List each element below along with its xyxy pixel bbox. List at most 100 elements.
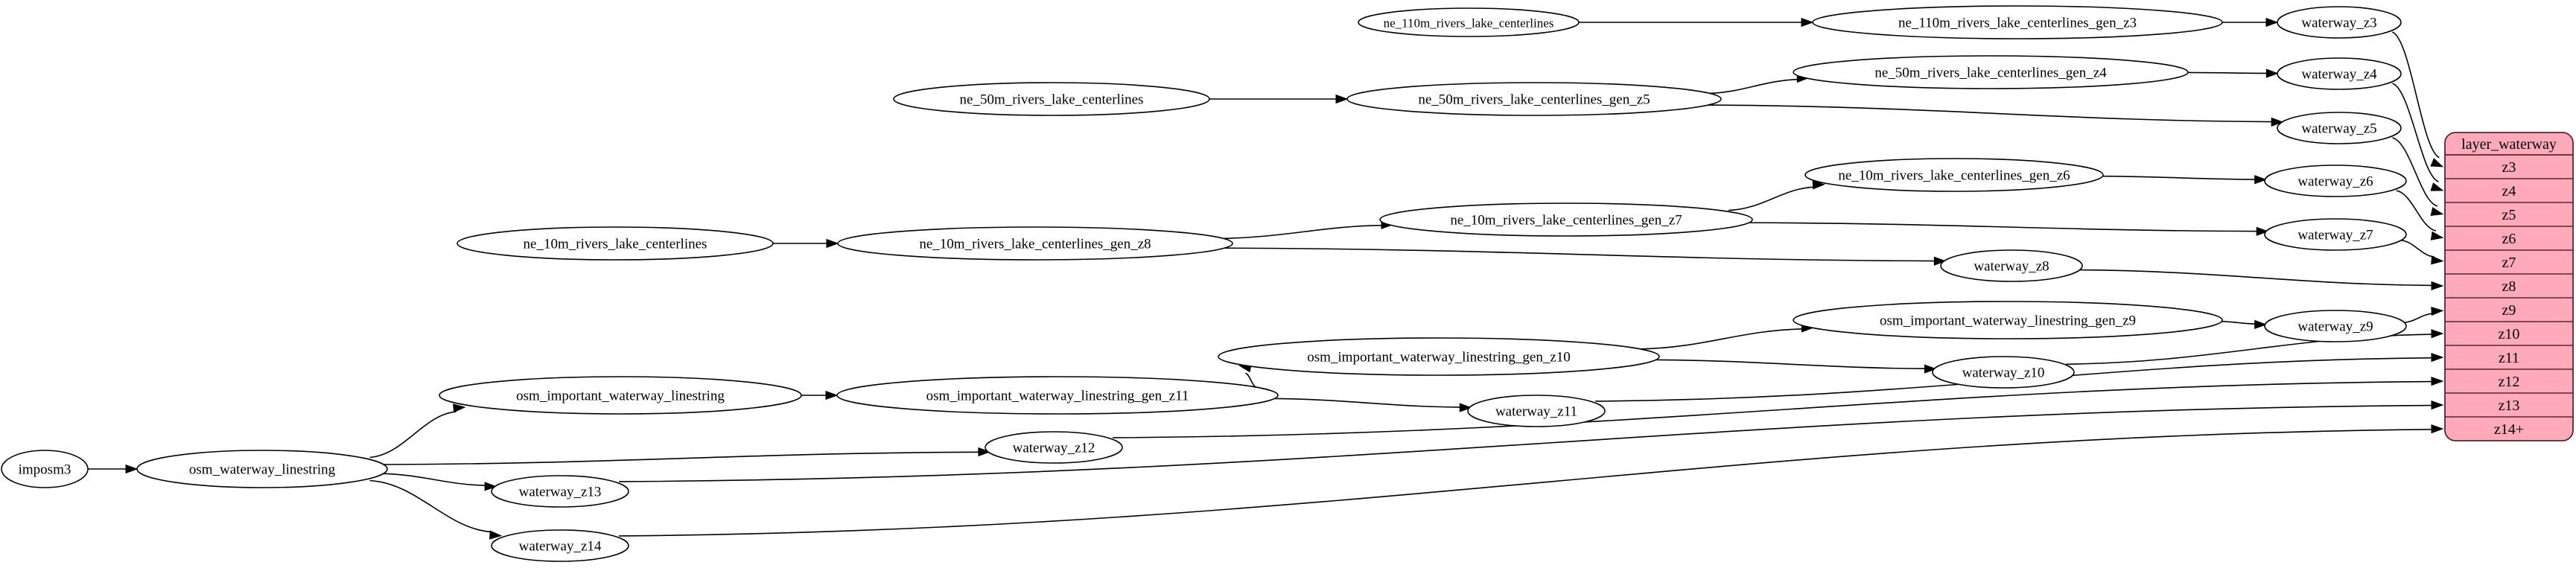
edge-arrowhead bbox=[2431, 329, 2444, 339]
node-shape bbox=[1793, 301, 2223, 339]
node-label: ne_10m_rivers_lake_centerlines bbox=[524, 237, 707, 252]
edge-arrowhead bbox=[825, 390, 839, 401]
node-osm_important_waterway_linestring_gen_z9[interactable]: osm_important_waterway_linestring_gen_z9 bbox=[1793, 301, 2223, 339]
edge-ne_10m_rivers_lake_centerlines_gen_z7-to-waterway_z7 bbox=[1744, 222, 2259, 232]
node-shape bbox=[1358, 7, 1580, 37]
edge-waterway_z14-to-z14+ bbox=[619, 428, 2434, 537]
table-row-z10[interactable]: z10 bbox=[2499, 326, 2520, 342]
node-shape bbox=[1467, 395, 1606, 427]
node-label: ne_10m_rivers_lake_centerlines_gen_z7 bbox=[1450, 213, 1682, 229]
node-label: ne_110m_rivers_lake_centerlines_gen_z3 bbox=[1898, 16, 2137, 31]
node-shape bbox=[836, 376, 1279, 415]
node-ne_110m_rivers_lake_centerlines_gen_z3[interactable]: ne_110m_rivers_lake_centerlines_gen_z3 bbox=[1812, 5, 2223, 39]
edges-layer bbox=[88, 17, 2444, 540]
node-osm_important_waterway_linestring_gen_z10[interactable]: osm_important_waterway_linestring_gen_z1… bbox=[1218, 337, 1660, 376]
node-label: waterway_z8 bbox=[1974, 259, 2049, 275]
table-row-z12[interactable]: z12 bbox=[2499, 374, 2520, 390]
table-row-z4[interactable]: z4 bbox=[2502, 183, 2516, 200]
node-waterway_z4[interactable]: waterway_z4 bbox=[2277, 57, 2402, 90]
node-ne_10m_rivers_lake_centerlines[interactable]: ne_10m_rivers_lake_centerlines bbox=[457, 226, 774, 261]
table-row-z5[interactable]: z5 bbox=[2502, 207, 2516, 223]
edge-osm_important_waterway_linestring_gen_z11-to-waterway_z11 bbox=[1269, 398, 1462, 408]
node-osm_important_waterway_linestring[interactable]: osm_important_waterway_linestring bbox=[439, 376, 802, 415]
node-ne_50m_rivers_lake_centerlines[interactable]: ne_50m_rivers_lake_centerlines bbox=[893, 82, 1210, 116]
layer-table-header: layer_waterway bbox=[2461, 136, 2557, 153]
edge-arrowhead bbox=[978, 447, 991, 457]
edge-arrowhead bbox=[2431, 400, 2444, 410]
edge-osm_important_waterway_linestring_gen_z10-to-waterway_z10 bbox=[1650, 359, 1927, 370]
node-waterway_z13[interactable]: waterway_z13 bbox=[491, 475, 629, 508]
node-shape bbox=[2264, 165, 2407, 197]
node-waterway_z10[interactable]: waterway_z10 bbox=[1932, 356, 2075, 389]
node-waterway_z14[interactable]: waterway_z14 bbox=[491, 529, 629, 562]
edge-ne_50m_rivers_lake_centerlines_gen_z5-to-waterway_z5 bbox=[1705, 104, 2274, 123]
node-waterway_z9[interactable]: waterway_z9 bbox=[2264, 310, 2407, 342]
edge-waterway_z5-to-z5 bbox=[2392, 137, 2438, 207]
node-label: waterway_z13 bbox=[519, 485, 602, 500]
node-label: osm_important_waterway_linestring bbox=[516, 389, 725, 404]
node-label: waterway_z11 bbox=[1495, 404, 1577, 420]
node-label: ne_50m_rivers_lake_centerlines bbox=[960, 92, 1144, 108]
edge-arrowhead bbox=[826, 238, 839, 249]
node-shape bbox=[985, 431, 1123, 464]
node-label: osm_waterway_linestring bbox=[189, 462, 336, 478]
node-waterway_z8[interactable]: waterway_z8 bbox=[1940, 249, 2083, 282]
node-label: waterway_z14 bbox=[519, 539, 602, 555]
edge-arrowhead bbox=[1924, 364, 1937, 374]
node-label: waterway_z5 bbox=[2301, 121, 2376, 137]
table-row-z13[interactable]: z13 bbox=[2499, 398, 2520, 414]
node-ne_50m_rivers_lake_centerlines_gen_z4[interactable]: ne_50m_rivers_lake_centerlines_gen_z4 bbox=[1793, 55, 2189, 89]
node-waterway_z7[interactable]: waterway_z7 bbox=[2264, 218, 2407, 251]
edge-arrowhead bbox=[2254, 319, 2268, 329]
edge-arrowhead bbox=[2431, 255, 2444, 265]
node-waterway_z12[interactable]: waterway_z12 bbox=[985, 431, 1123, 464]
table-row-z7[interactable]: z7 bbox=[2502, 255, 2516, 271]
node-label: ne_110m_rivers_lake_centerlines bbox=[1384, 16, 1554, 31]
table-row-z8[interactable]: z8 bbox=[2502, 278, 2516, 295]
edge-arrowhead bbox=[453, 403, 466, 413]
node-osm_waterway_linestring[interactable]: osm_waterway_linestring bbox=[136, 450, 388, 488]
node-waterway_z11[interactable]: waterway_z11 bbox=[1467, 395, 1606, 427]
node-imposm3[interactable]: imposm3 bbox=[1, 450, 89, 488]
node-label: ne_50m_rivers_lake_centerlines_gen_z5 bbox=[1418, 92, 1650, 108]
node-shape bbox=[136, 450, 388, 488]
edge-osm_waterway_linestring-to-osm_important_waterway_linestring bbox=[369, 411, 457, 459]
node-shape bbox=[1940, 249, 2083, 282]
node-label: imposm3 bbox=[19, 462, 71, 478]
node-shape bbox=[1804, 158, 2104, 192]
node-waterway_z6[interactable]: waterway_z6 bbox=[2264, 165, 2407, 197]
node-label: waterway_z6 bbox=[2297, 174, 2373, 190]
table-row-z9[interactable]: z9 bbox=[2502, 302, 2516, 319]
layer-table-body bbox=[2444, 132, 2574, 441]
edge-arrowhead bbox=[2431, 306, 2444, 316]
node-shape bbox=[2277, 57, 2402, 90]
edge-ne_10m_rivers_lake_centerlines_gen_z6-to-waterway_z6 bbox=[2100, 175, 2257, 180]
edge-arrowhead bbox=[2431, 424, 2444, 434]
edge-arrowhead bbox=[2431, 281, 2444, 290]
edge-arrowhead bbox=[2271, 117, 2284, 127]
node-osm_important_waterway_linestring_gen_z11[interactable]: osm_important_waterway_linestring_gen_z1… bbox=[836, 376, 1279, 415]
edge-waterway_z6-to-z6 bbox=[2396, 190, 2437, 232]
node-label: osm_important_waterway_linestring_gen_z9 bbox=[1880, 313, 2136, 329]
node-ne_10m_rivers_lake_centerlines_gen_z6[interactable]: ne_10m_rivers_lake_centerlines_gen_z6 bbox=[1804, 158, 2104, 192]
table-row-z3[interactable]: z3 bbox=[2502, 159, 2516, 176]
node-ne_110m_rivers_lake_centerlines[interactable]: ne_110m_rivers_lake_centerlines bbox=[1358, 7, 1580, 37]
node-waterway_z3[interactable]: waterway_z3 bbox=[2277, 6, 2402, 39]
node-label: ne_10m_rivers_lake_centerlines_gen_z8 bbox=[919, 237, 1151, 252]
table-row-z11[interactable]: z11 bbox=[2499, 350, 2519, 366]
node-waterway_z5[interactable]: waterway_z5 bbox=[2277, 112, 2402, 144]
edge-arrowhead bbox=[1933, 256, 1947, 266]
node-ne_50m_rivers_lake_centerlines_gen_z5[interactable]: ne_50m_rivers_lake_centerlines_gen_z5 bbox=[1346, 82, 1722, 116]
node-ne_10m_rivers_lake_centerlines_gen_z8[interactable]: ne_10m_rivers_lake_centerlines_gen_z8 bbox=[837, 226, 1233, 261]
edge-arrowhead bbox=[2431, 353, 2444, 363]
node-label: waterway_z10 bbox=[1962, 366, 2045, 381]
edge-waterway_z3-to-z3 bbox=[2391, 31, 2440, 159]
node-label: waterway_z4 bbox=[2301, 67, 2377, 83]
table-row-z14+[interactable]: z14+ bbox=[2494, 421, 2524, 438]
node-shape bbox=[2264, 218, 2407, 251]
table-row-z6[interactable]: z6 bbox=[2502, 231, 2516, 247]
node-shape bbox=[1, 450, 89, 488]
edge-waterway_z13-to-z13 bbox=[619, 404, 2434, 482]
node-ne_10m_rivers_lake_centerlines_gen_z7[interactable]: ne_10m_rivers_lake_centerlines_gen_z7 bbox=[1379, 202, 1753, 237]
